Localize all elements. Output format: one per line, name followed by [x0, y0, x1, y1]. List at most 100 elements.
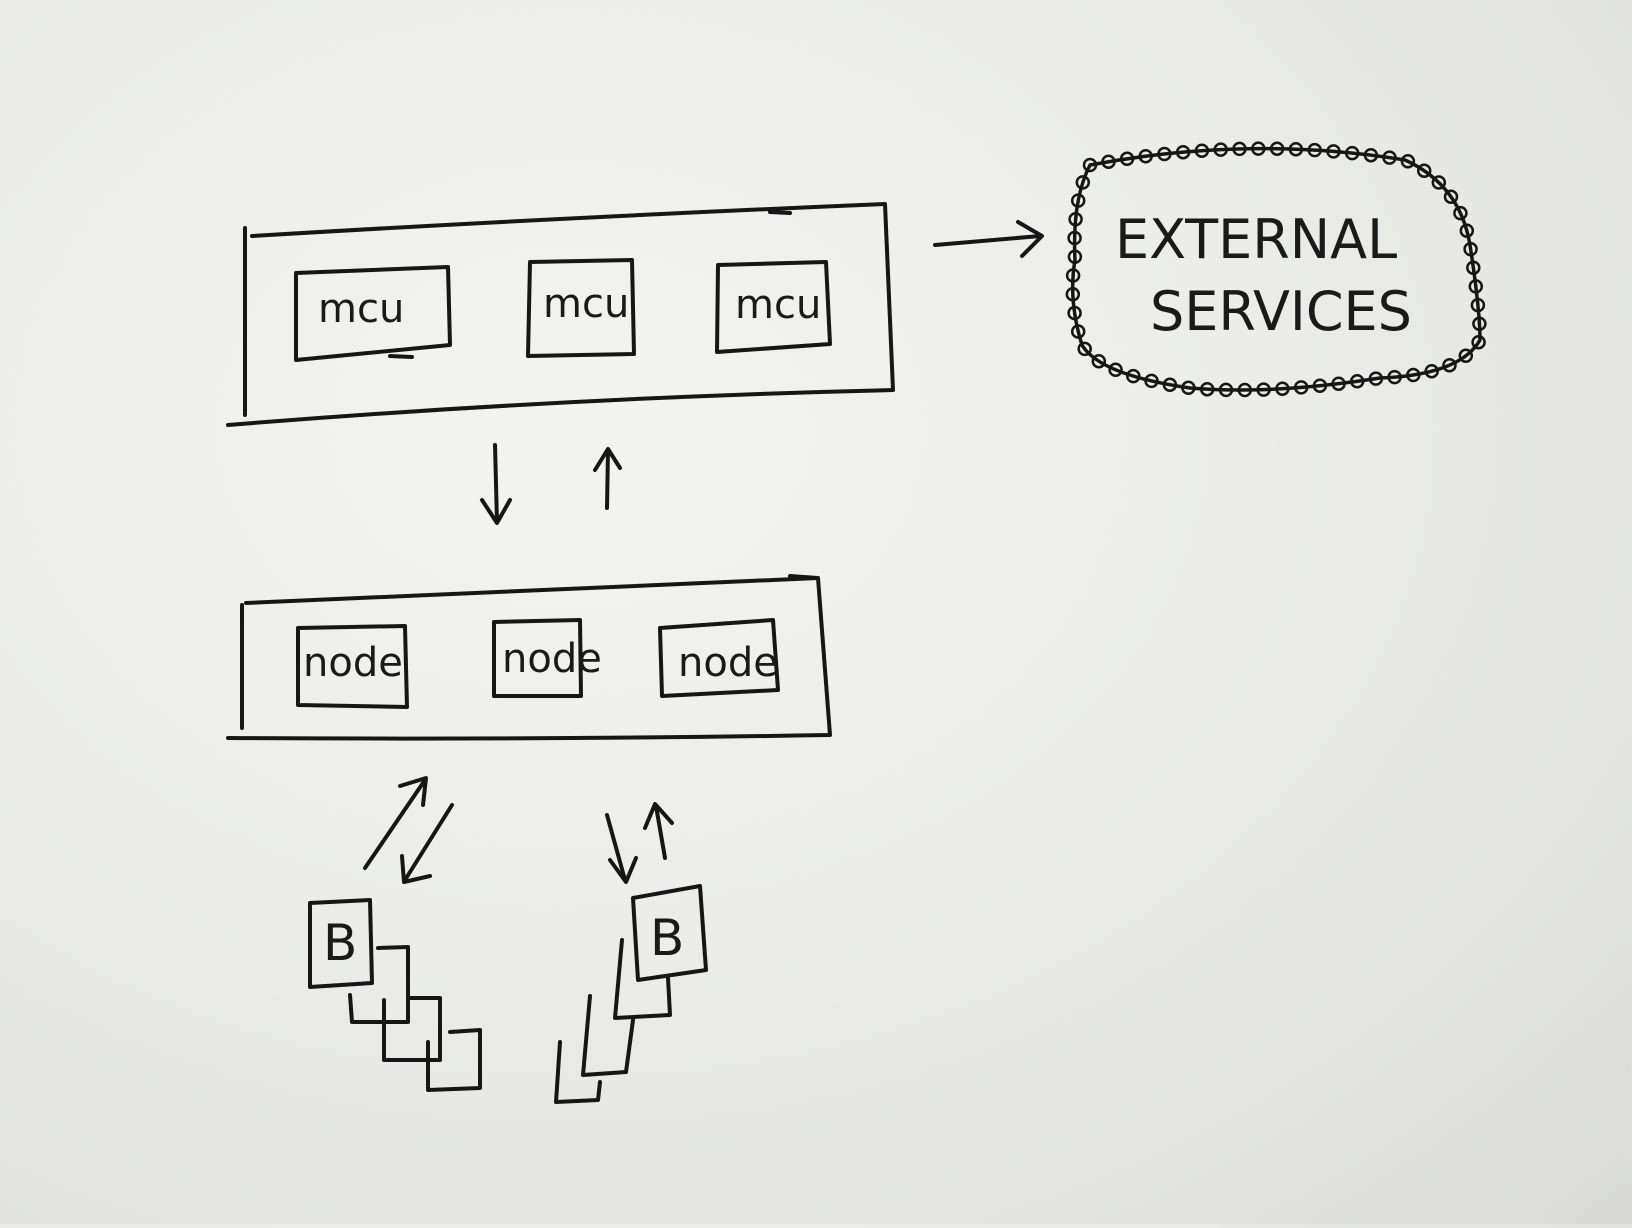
cloud-scallop [1070, 324, 1086, 339]
cloud-scallop [1157, 146, 1172, 162]
cloud-scallop [1453, 205, 1468, 221]
cloud-scallop [1068, 211, 1083, 227]
node-box-2: node [492, 618, 602, 698]
cloud-scallop [1144, 373, 1159, 389]
node-box-1: node [296, 624, 409, 709]
cloud-scallop [1307, 142, 1322, 158]
cloud-scallop [1067, 305, 1082, 321]
arrow-down-right-stack [605, 813, 638, 884]
block-left-3 [426, 1028, 482, 1092]
arrow-down-mcu-to-node [480, 443, 512, 525]
external-label-line1: EXTERNAL [1115, 208, 1397, 271]
cloud-scallop [1138, 148, 1153, 164]
cloud-scallop [1400, 154, 1416, 169]
cloud-scallop [1293, 380, 1309, 395]
block-stack-right: B [554, 884, 708, 1104]
cloud-scallop [1070, 193, 1086, 208]
cloud-scallop [1256, 382, 1271, 397]
cloud-scallops [1065, 141, 1487, 398]
cloud-scallop [1108, 362, 1123, 378]
cloud-scallop [1175, 144, 1191, 160]
cloud-scallop [1312, 378, 1328, 393]
cloud-scallop [1459, 223, 1475, 238]
cloud-scallop [1288, 141, 1304, 157]
mcu-box-3: mcu [715, 260, 832, 354]
cloud-scallop [1463, 241, 1478, 257]
block-right-top: B [631, 884, 708, 982]
arrow-up-node-to-mcu [593, 447, 622, 510]
arrow-up-left-stack [363, 776, 428, 870]
cloud-scallop [1466, 260, 1481, 275]
cloud-scallop [1067, 230, 1082, 246]
cloud-scallop [1363, 147, 1379, 163]
cloud-scallop [1458, 348, 1474, 364]
arrow-up-right-stack [643, 802, 674, 860]
mcu-container [226, 202, 895, 427]
cloud-scallop [1269, 141, 1285, 156]
cloud-scallop [1218, 382, 1234, 398]
cloud-scallop [1082, 157, 1098, 173]
mcu-label-1: mcu [318, 286, 404, 332]
node-group: node node node [226, 574, 832, 741]
cloud-scallop [1213, 142, 1228, 157]
block-right-3 [554, 1040, 602, 1104]
node-label-3: node [678, 640, 778, 686]
cloud-scallop [1416, 163, 1432, 178]
cloud-scallop [1470, 297, 1486, 313]
node-box-3: node [658, 618, 780, 698]
cloud-scallop [1468, 279, 1484, 294]
node-label-2: node [502, 636, 602, 682]
block-right-2 [581, 994, 635, 1077]
cloud-scallop [1077, 341, 1092, 357]
external-services-cloud: EXTERNAL SERVICES [1065, 141, 1487, 398]
cloud-scallop [1442, 357, 1457, 373]
arrow-to-external [933, 220, 1044, 258]
cloud-scallop [1065, 287, 1081, 302]
cloud-scallop [1406, 367, 1421, 383]
cloud-scallop [1194, 143, 1210, 158]
block-left-2 [382, 996, 442, 1062]
cloud-scallop [1237, 382, 1253, 398]
cloud-scallop [1101, 154, 1116, 169]
cloud-scallop [1431, 175, 1447, 190]
cloud-scallop [1387, 369, 1402, 385]
cloud-scallop [1065, 268, 1081, 283]
block-left-1 [348, 945, 410, 1024]
cloud-scallop [1472, 316, 1487, 332]
block-stack-left: B [308, 898, 482, 1092]
cloud-scallop [1067, 249, 1083, 265]
mcu-box-1: mcu [294, 265, 452, 362]
cloud-scallop [1382, 150, 1397, 165]
block-left-label: B [323, 914, 357, 972]
mcu-label-3: mcu [735, 282, 821, 328]
node-label-1: node [303, 640, 403, 686]
mcu-group: mcu mcu mcu [226, 202, 895, 427]
block-right-1 [613, 938, 672, 1020]
cloud-scallop [1119, 151, 1135, 167]
cloud-scallop [1331, 376, 1346, 391]
node-container [226, 574, 832, 741]
cloud-scallop [1075, 175, 1091, 190]
cloud-scallop [1368, 371, 1384, 386]
block-right-label: B [650, 909, 684, 967]
cloud-scallop [1349, 374, 1365, 389]
cloud-scallop [1181, 380, 1196, 396]
cloud-scallop [1232, 141, 1247, 157]
cloud-scallop [1424, 363, 1439, 379]
cloud-scallop [1162, 377, 1178, 392]
external-label-line2: SERVICES [1150, 280, 1412, 343]
cloud-scallop [1199, 381, 1215, 397]
cloud-scallop [1126, 368, 1141, 384]
mcu-label-2: mcu [543, 281, 629, 327]
cloud-scallop [1326, 144, 1341, 159]
cloud-scallop [1091, 353, 1107, 369]
cloud-scallop [1443, 189, 1459, 205]
cloud-scallop [1344, 145, 1360, 161]
cloud-scallop [1275, 381, 1290, 396]
arrow-down-left-stack [400, 803, 454, 884]
cloud-scallop [1471, 334, 1486, 350]
cloud-scallop [1251, 141, 1266, 156]
mcu-box-2: mcu [526, 258, 636, 358]
